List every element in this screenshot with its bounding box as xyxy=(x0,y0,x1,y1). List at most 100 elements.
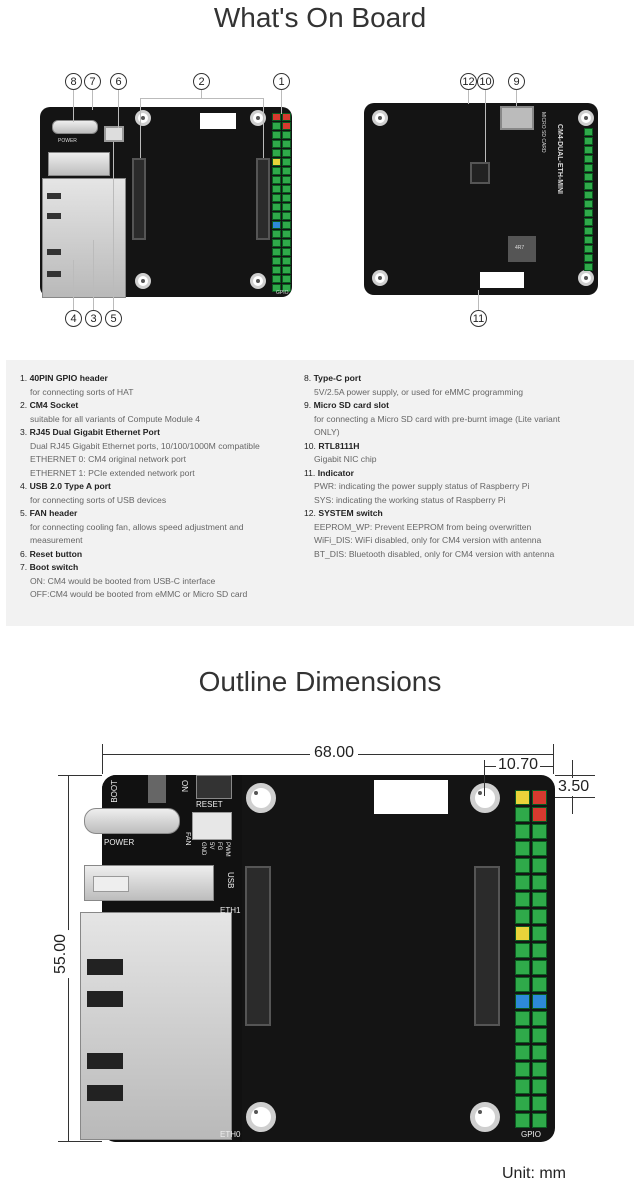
gpio-pin xyxy=(515,909,530,924)
gpio-pin xyxy=(584,155,593,163)
dim-header-offset: 10.70 xyxy=(496,756,541,774)
item-title-text: Micro SD card slot xyxy=(313,400,390,410)
item-title-text: SYSTEM switch xyxy=(318,508,383,518)
gpio-pin xyxy=(532,807,547,822)
gpio-pin xyxy=(272,230,281,238)
gpio-pin xyxy=(515,1079,530,1094)
board-back xyxy=(364,103,598,295)
description-item-title: 4. USB 2.0 Type A port xyxy=(20,480,310,494)
mount-hole xyxy=(578,270,594,286)
gpio-pin xyxy=(282,284,291,292)
mount-hole xyxy=(250,110,266,126)
micro-sd-slot xyxy=(500,106,534,130)
gpio-pin xyxy=(272,275,281,283)
gpio-pin xyxy=(584,236,593,244)
description-item-title: 2. CM4 Socket xyxy=(20,399,310,413)
gpio-pin xyxy=(532,943,547,958)
description-line: for connecting sorts of HAT xyxy=(30,386,134,397)
callout-3: 3 xyxy=(85,310,102,327)
gpio-pin xyxy=(272,194,281,202)
gpio-pin xyxy=(282,185,291,193)
gpio-pin xyxy=(282,167,291,175)
gpio-pin xyxy=(515,1028,530,1043)
description-line: WiFi_DIS: WiFi disabled, only for CM4 ve… xyxy=(314,535,542,545)
item-title-text: FAN header xyxy=(29,508,78,518)
description-item-title: 8. Type-C port xyxy=(304,372,624,386)
item-title-text: Type-C port xyxy=(313,373,362,383)
item-title-text: RJ45 Dual Gigabit Ethernet Port xyxy=(29,427,160,437)
gpio-pin xyxy=(584,209,593,217)
gpio-pin xyxy=(532,1045,547,1060)
gpio-pin xyxy=(515,943,530,958)
gpio-pin xyxy=(282,275,291,283)
gpio-pin xyxy=(272,122,281,130)
gpio-pin xyxy=(272,221,281,229)
gpio-pin xyxy=(515,824,530,839)
silk-gpio-outline: GPIO xyxy=(521,1130,542,1139)
description-line: Dual RJ45 Gigabit Ethernet ports, 10/100… xyxy=(30,440,260,451)
section-title-outline-dimensions: Outline Dimensions xyxy=(198,666,442,697)
silk-boot: BOOT xyxy=(110,780,119,803)
callout-2: 2 xyxy=(193,73,210,90)
rtl8111h-chip xyxy=(470,162,490,184)
label-sticker-back xyxy=(480,272,524,288)
gpio-pin xyxy=(584,263,593,271)
gpio-pin xyxy=(532,1096,547,1111)
gpio-pin xyxy=(282,131,291,139)
gpio-pin xyxy=(515,875,530,890)
outline-mount-hole xyxy=(246,783,276,813)
silk-pwm: PWM xyxy=(224,842,230,857)
gpio-pin xyxy=(532,1062,547,1077)
description-line: for connecting cooling fan, allows speed… xyxy=(30,521,244,532)
gpio-pin xyxy=(272,140,281,148)
item-number: 11. xyxy=(304,467,316,478)
silk-board-name: CM4-DUAL-ETH-MINI xyxy=(556,124,563,194)
item-number: 4. xyxy=(20,481,28,491)
gpio-pin xyxy=(584,137,593,145)
gpio-pin xyxy=(532,1028,547,1043)
item-number: 9. xyxy=(304,400,312,410)
gpio-pin xyxy=(515,1062,530,1077)
gpio-pin xyxy=(532,1011,547,1026)
description-item-title: 9. Micro SD card slot xyxy=(304,399,624,413)
silk-5v: 5V xyxy=(208,842,214,850)
section-title-whats-on-board: What's On Board xyxy=(213,2,427,33)
description-line: for connecting a Micro SD card with pre-… xyxy=(314,413,560,424)
silk-sd: MICRO SD CARD xyxy=(540,112,546,153)
gpio-pin xyxy=(272,158,281,166)
mount-hole xyxy=(578,110,594,126)
gpio-pin xyxy=(532,892,547,907)
mount-hole xyxy=(135,273,151,289)
type-c-port xyxy=(52,120,98,134)
gpio-pin xyxy=(584,227,593,235)
item-number: 2. xyxy=(20,400,28,410)
gpio-pin xyxy=(532,1079,547,1094)
silk-power: POWER xyxy=(58,138,77,144)
gpio-pin xyxy=(532,960,547,975)
description-line: ETHERNET 1: PCIe extended network port xyxy=(30,467,195,478)
gpio-pin xyxy=(584,218,593,226)
dim-height: 55.00 xyxy=(52,930,70,979)
silk-fan: FAN xyxy=(184,832,191,846)
gpio-pin xyxy=(532,875,547,890)
callout-4: 4 xyxy=(65,310,82,327)
item-title-text: Boot switch xyxy=(29,562,79,572)
gpio-pin xyxy=(584,200,593,208)
silk-gpio: GPIO xyxy=(276,290,289,296)
description-item-title: 6. Reset button xyxy=(20,548,310,562)
description-item-title: 1. 40PIN GPIO header xyxy=(20,372,310,386)
callout-6: 6 xyxy=(110,73,127,90)
gpio-pin xyxy=(272,149,281,157)
dim-width: 68.00 xyxy=(310,744,359,762)
callout-1: 1 xyxy=(273,73,290,90)
gpio-pin xyxy=(532,909,547,924)
gpio-pin xyxy=(282,122,291,130)
description-item-title: 5. FAN header xyxy=(20,507,310,521)
gpio-pin xyxy=(532,977,547,992)
gpio-pin xyxy=(282,266,291,274)
gpio-pin xyxy=(272,239,281,247)
silk-usb: USB xyxy=(226,872,235,889)
gpio-pin xyxy=(532,841,547,856)
mount-hole xyxy=(250,273,266,289)
